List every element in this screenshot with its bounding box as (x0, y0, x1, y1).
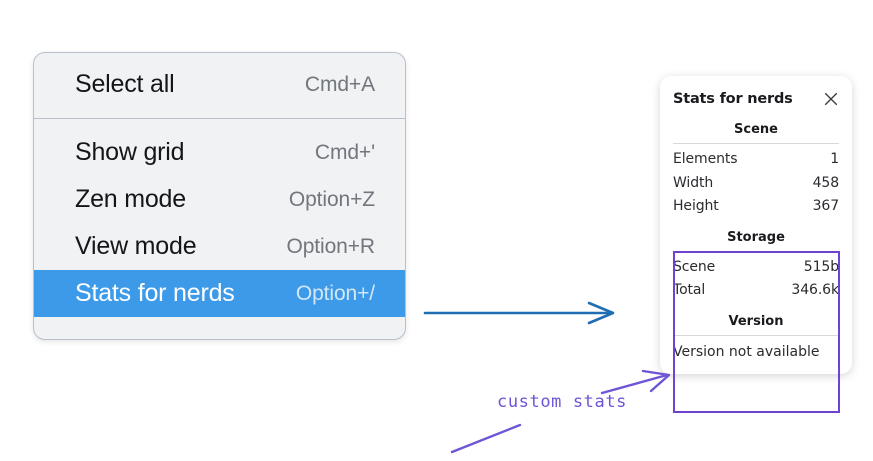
divider (673, 143, 839, 144)
stat-value: 515b (803, 258, 839, 275)
menu-item-label: Show grid (75, 138, 185, 166)
menu-group-secondary: Show grid Cmd+' Zen mode Option+Z View m… (34, 119, 405, 339)
context-menu[interactable]: Select all Cmd+A Show grid Cmd+' Zen mod… (33, 52, 406, 340)
menu-item-shortcut: Option+Z (288, 187, 375, 211)
handwritten-annotation-label: custom stats (497, 392, 628, 412)
divider (673, 334, 839, 336)
menu-group-primary: Select all Cmd+A (34, 53, 405, 119)
menu-item-label: View mode (75, 232, 197, 260)
purple-arrow-annotation (600, 369, 671, 395)
stat-key: Height (673, 198, 719, 214)
stats-for-nerds-panel: Stats for nerds Scene Elements 1 Width 4… (660, 76, 852, 413)
stat-key: Scene (673, 258, 716, 275)
menu-item-zen-mode[interactable]: Zen mode Option+Z (34, 176, 405, 223)
menu-item-label: Select all (75, 70, 175, 98)
menu-item-shortcut: Option+/ (295, 281, 375, 305)
menu-bottom-padding (34, 317, 405, 339)
stat-row-elements: Elements 1 (673, 148, 839, 172)
menu-item-label: Zen mode (75, 185, 186, 213)
version-note: Version not available (673, 343, 820, 360)
section-heading-storage: Storage (727, 229, 785, 245)
stats-panel-header: Stats for nerds (660, 86, 852, 111)
divider (673, 250, 839, 252)
blue-arrow-annotation (423, 301, 615, 325)
menu-item-stats-for-nerds[interactable]: Stats for nerds Option+/ (34, 270, 405, 317)
section-heading-version: Version (728, 313, 784, 329)
purple-underline-stroke (450, 423, 522, 454)
stat-value: 458 (812, 174, 840, 191)
menu-item-shortcut: Cmd+' (314, 140, 375, 164)
stat-row-width: Width 458 (673, 172, 839, 196)
stat-value: 367 (812, 198, 840, 214)
stat-key: Total (673, 282, 706, 298)
menu-item-view-mode[interactable]: View mode Option+R (34, 223, 405, 270)
menu-item-label: Stats for nerds (75, 279, 235, 307)
stat-key: Elements (673, 151, 738, 167)
stats-panel-title: Stats for nerds (673, 90, 793, 107)
menu-item-select-all[interactable]: Select all Cmd+A (34, 61, 405, 108)
stat-row-storage-scene: Scene 515b (673, 256, 839, 280)
section-heading-scene: Scene (734, 122, 778, 137)
stat-key: Width (673, 174, 714, 191)
stat-value: 1 (830, 151, 839, 167)
menu-item-shortcut: Cmd+A (304, 72, 375, 96)
menu-item-show-grid[interactable]: Show grid Cmd+' (34, 129, 405, 176)
stats-panel-body: Scene Elements 1 Width 458 Height 367 St… (660, 111, 852, 361)
menu-item-shortcut: Option+R (286, 234, 375, 258)
stat-value: 346.6k (791, 282, 839, 298)
stat-row-storage-total: Total 346.6k (673, 279, 839, 303)
close-icon[interactable] (822, 90, 840, 108)
stat-row-height: Height 367 (673, 195, 839, 219)
